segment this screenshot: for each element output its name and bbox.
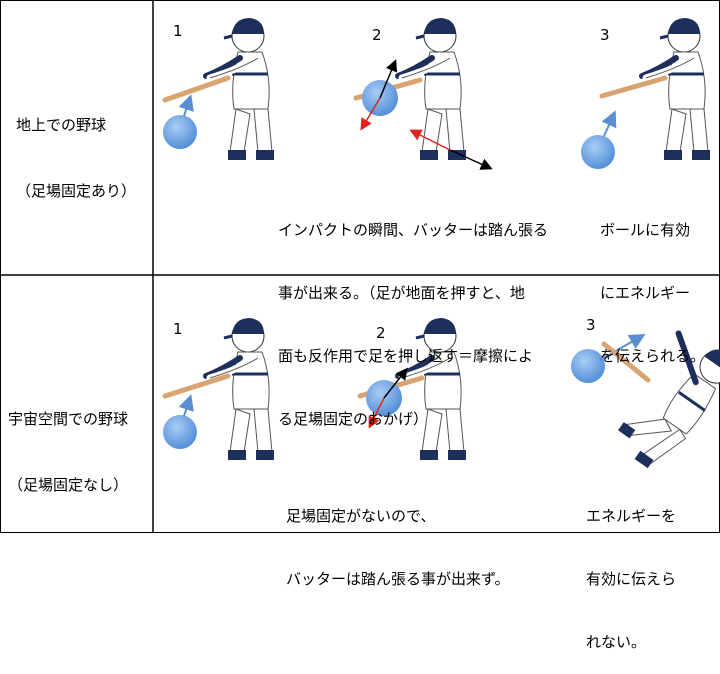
row1-step3-figure: [581, 18, 710, 169]
caption-line: 足場固定がないので、: [286, 507, 436, 525]
row1-center-caption: インパクトの瞬間、バッターは踏ん張る 事が出来る。（足が地面を押すと、地 面も反…: [278, 178, 548, 451]
caption-line: 面も反作用で足を押し返す＝摩擦によ: [278, 347, 534, 365]
caption-line: インパクトの瞬間、バッターは踏ん張る: [278, 221, 549, 239]
ball: [571, 349, 605, 383]
row2-step3-number: 3: [586, 316, 596, 334]
ball-arrow: [178, 394, 194, 417]
caption-line: にエネルギー: [600, 284, 691, 302]
bat: [601, 341, 651, 383]
row1-step2-number: 2: [372, 26, 382, 44]
row2-right-caption: エネルギーを 有効に伝えら れない。: [586, 464, 676, 674]
row1-step3-number: 3: [600, 26, 610, 44]
row2-step2-figure: [357, 318, 466, 460]
ball-arrow: [178, 94, 194, 117]
friction-arrow: [409, 129, 451, 151]
caption-line: 事が出来る。（足が地面を押すと、地: [278, 284, 525, 302]
row2-step3-figure: [571, 330, 720, 469]
caption-line: れない。: [586, 633, 647, 651]
row2-label-line2: （足場固定なし）: [8, 476, 129, 494]
row1-label-line1: 地上での野球: [16, 116, 107, 134]
bat: [162, 373, 231, 399]
ball: [163, 115, 197, 149]
row1-label-line2: （足場固定あり）: [16, 182, 137, 200]
push-arrow: [449, 149, 493, 170]
row2-step1-number: 1: [173, 320, 183, 338]
row2-step2-number: 2: [376, 324, 386, 342]
row2-label-line1: 宇宙空間での野球: [8, 410, 129, 428]
row1-right-caption: ボールに有効 にエネルギー を伝えられる。: [600, 178, 705, 388]
row1-label: 地上での野球 （足場固定あり）: [16, 70, 136, 224]
ball: [581, 135, 615, 169]
bat: [162, 75, 231, 103]
force-arrow: [383, 367, 408, 399]
row1-step1-figure: [162, 18, 274, 160]
caption-line: る足場固定のおかげ）: [278, 410, 429, 428]
reaction-arrow: [360, 97, 381, 131]
row1-step2-figure: [353, 18, 493, 170]
row2-step1-figure: [162, 318, 274, 460]
caption-line: を伝えられる。: [600, 347, 706, 365]
ball-arrow: [599, 334, 646, 361]
force-arrow: [379, 59, 398, 99]
caption-line: ボールに有効: [600, 221, 691, 239]
row1-step1-number: 1: [173, 22, 183, 40]
ball: [163, 415, 197, 449]
row2-label: 宇宙空間での野球 （足場固定なし）: [8, 364, 128, 518]
reaction-arrow: [368, 397, 385, 429]
caption-line: バッターは踏ん張る事が出来ず。: [286, 570, 510, 588]
bat: [599, 75, 668, 99]
caption-line: 有効に伝えら: [586, 570, 677, 588]
diagram-canvas: [0, 0, 720, 533]
ball-arrow: [601, 110, 617, 137]
row2-center-caption: 足場固定がないので、 バッターは踏ん張る事が出来ず。: [286, 464, 510, 611]
caption-line: エネルギーを: [586, 507, 677, 525]
